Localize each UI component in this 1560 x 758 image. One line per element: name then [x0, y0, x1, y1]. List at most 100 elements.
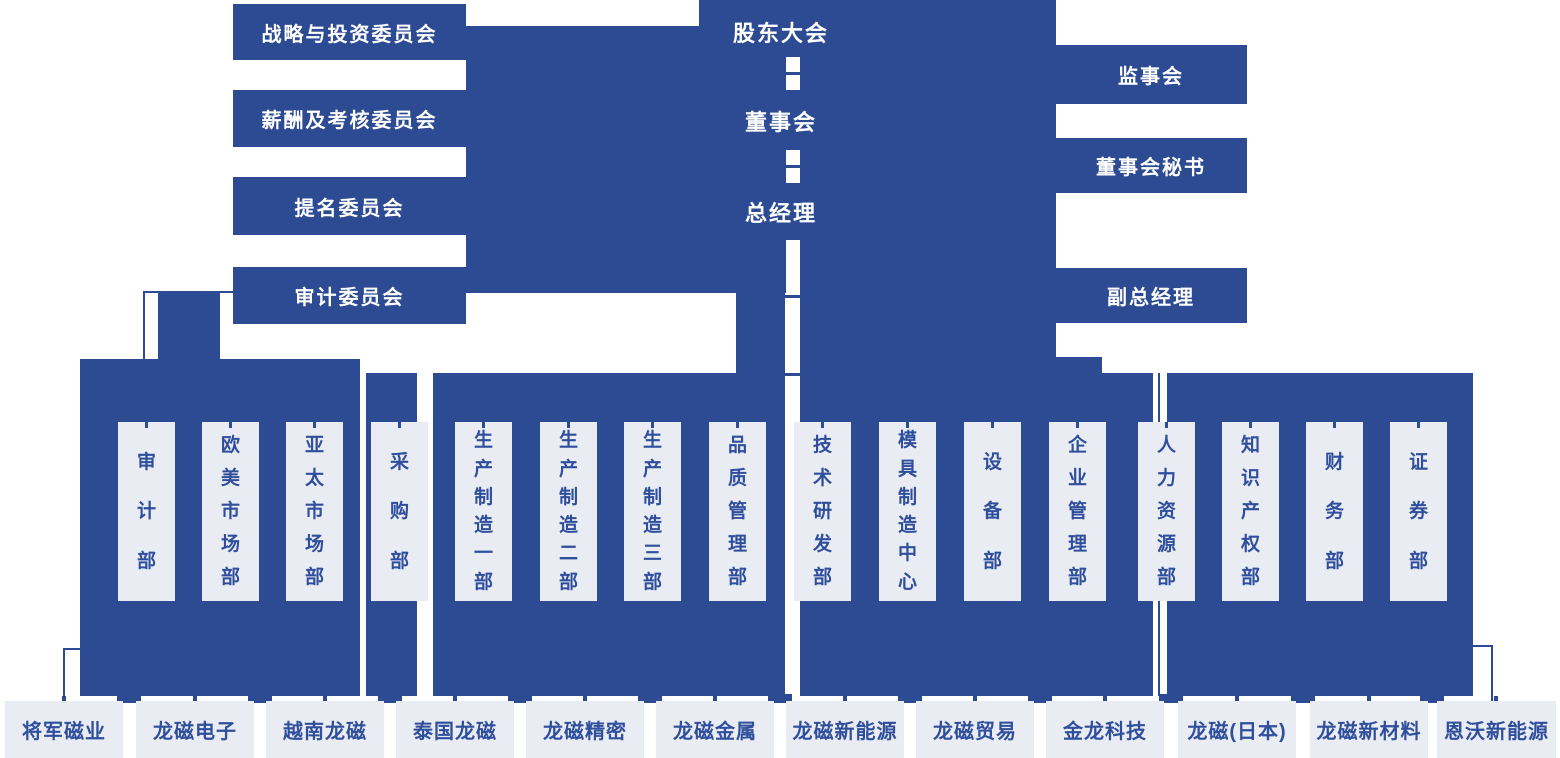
committee-box-remuneration: 薪酬及考核委员会 — [233, 90, 466, 147]
connector-block — [158, 292, 220, 359]
connector-tick — [1164, 422, 1168, 428]
committee-box-strategy: 战略与投资委员会 — [233, 4, 466, 60]
connector-foot — [1291, 694, 1315, 703]
connector-chimney-left — [736, 293, 785, 373]
officer-label: 董事会秘书 — [1096, 157, 1206, 179]
dept-box-eu-us-market: 欧美市场部 — [202, 422, 259, 601]
connector-tick — [990, 422, 994, 428]
connector-tick — [820, 422, 824, 428]
subsidiary-label: 龙磁金属 — [673, 721, 757, 743]
connector-foot — [768, 694, 792, 703]
subsidiary-label: 龙磁精密 — [543, 721, 627, 743]
dept-label: 技术研发部 — [812, 435, 832, 588]
officer-label: 监事会 — [1118, 66, 1184, 88]
subsidiary-box: 恩沃新能源 — [1437, 701, 1556, 758]
dept-box-enterprise-mgmt: 企业管理部 — [1049, 422, 1106, 601]
subsidiary-box: 龙磁新材料 — [1310, 701, 1428, 758]
connector-tick — [397, 422, 401, 428]
connector-elbow-vertical — [63, 650, 65, 701]
subsidiary-label: 金龙科技 — [1063, 721, 1147, 743]
subsidiary-label: 龙磁(日本) — [1187, 721, 1287, 743]
subsidiary-box: 将军磁业 — [5, 701, 123, 758]
officer-label: 副总经理 — [1107, 287, 1195, 309]
dept-label: 生产制造三部 — [642, 430, 662, 593]
connector-foot — [1420, 694, 1444, 703]
dept-label: 企业管理部 — [1067, 435, 1087, 588]
subsidiary-box: 金龙科技 — [1046, 701, 1164, 758]
officer-box-board-secretary: 董事会秘书 — [1055, 138, 1247, 193]
dept-box-hr: 人力资源部 — [1138, 422, 1195, 601]
connector-foot — [117, 694, 141, 703]
connector-dash — [786, 75, 800, 90]
subsidiary-label: 龙磁新材料 — [1316, 721, 1422, 743]
dept-label: 生产制造一部 — [473, 430, 493, 593]
dept-box-purchasing: 采购部 — [371, 422, 428, 601]
connector-tick — [1248, 422, 1252, 428]
connector-tick — [566, 422, 570, 428]
connector-tick — [735, 422, 739, 428]
dept-label: 模具制造中心 — [897, 430, 917, 593]
subsidiary-box: 泰国龙磁 — [396, 701, 514, 758]
connector-chimney-right-step — [800, 357, 1102, 373]
connector-foot — [378, 694, 402, 703]
subsidiary-box: 龙磁贸易 — [916, 701, 1034, 758]
dept-label: 生产制造二部 — [558, 430, 578, 593]
connector-line-vertical — [143, 293, 145, 359]
node-label: 总经理 — [744, 201, 817, 226]
dept-label: 设备部 — [982, 451, 1002, 572]
node-board-of-directors: 董事会 — [681, 96, 881, 146]
subsidiary-box: 龙磁(日本) — [1178, 701, 1296, 758]
connector-elbow-vertical — [1491, 645, 1493, 701]
dept-box-quality: 品质管理部 — [709, 422, 766, 601]
subsidiary-box: 龙磁精密 — [526, 701, 644, 758]
connector-foot — [1159, 694, 1183, 703]
dept-label: 品质管理部 — [727, 435, 747, 588]
subsidiary-label: 越南龙磁 — [283, 721, 367, 743]
dept-box-mold-center: 模具制造中心 — [879, 422, 936, 601]
dept-box-rnd: 技术研发部 — [794, 422, 851, 601]
connector-dash — [786, 150, 800, 165]
committee-label: 战略与投资委员会 — [261, 23, 438, 46]
node-shareholders-meeting: 股东大会 — [681, 8, 881, 56]
connector-tick — [650, 422, 654, 428]
committee-label: 提名委员会 — [294, 197, 405, 220]
connector-tick — [905, 422, 909, 428]
dept-label: 审计部 — [136, 451, 156, 572]
committee-label: 薪酬及考核委员会 — [261, 110, 438, 132]
connector-elbow-horizontal — [63, 648, 81, 650]
connector-tick — [1075, 422, 1079, 428]
connector-cross-tick — [785, 295, 800, 298]
dept-label: 财务部 — [1324, 451, 1344, 572]
dept-box-finance: 财务部 — [1306, 422, 1363, 601]
subsidiary-box: 龙磁金属 — [656, 701, 774, 758]
subsidiary-label: 龙磁新能源 — [792, 721, 898, 743]
dept-label: 知识产权部 — [1240, 435, 1260, 588]
connector-tick — [144, 422, 148, 428]
dept-box-manufacturing-2: 生产制造二部 — [540, 422, 597, 601]
node-general-manager: 总经理 — [681, 187, 881, 237]
dept-box-manufacturing-1: 生产制造一部 — [455, 422, 512, 601]
dept-box-audit: 审计部 — [118, 422, 175, 601]
dept-label: 亚太市场部 — [304, 435, 324, 588]
central-panel — [466, 26, 1056, 293]
connector-slit — [786, 240, 800, 293]
dept-label: 欧美市场部 — [220, 435, 240, 588]
dept-box-asia-pacific-market: 亚太市场部 — [286, 422, 343, 601]
connector-dash — [786, 57, 800, 72]
subsidiary-label: 龙磁贸易 — [933, 721, 1017, 743]
dept-label: 采购部 — [389, 451, 409, 572]
connector-tick — [481, 422, 485, 428]
subsidiary-label: 恩沃新能源 — [1444, 721, 1549, 743]
dept-label: 人力资源部 — [1156, 435, 1176, 588]
connector-foot — [638, 694, 662, 703]
committee-box-nomination: 提名委员会 — [233, 177, 466, 235]
officer-box-deputy-gm: 副总经理 — [1055, 268, 1247, 323]
dept-box-securities: 证券部 — [1390, 422, 1447, 601]
node-label: 股东大会 — [732, 21, 829, 46]
connector-cross-tick — [785, 373, 800, 376]
dept-label: 证券部 — [1408, 451, 1428, 572]
dept-box-manufacturing-3: 生产制造三部 — [624, 422, 681, 601]
connector-foot — [1028, 694, 1052, 703]
subsidiary-label: 泰国龙磁 — [413, 721, 497, 743]
